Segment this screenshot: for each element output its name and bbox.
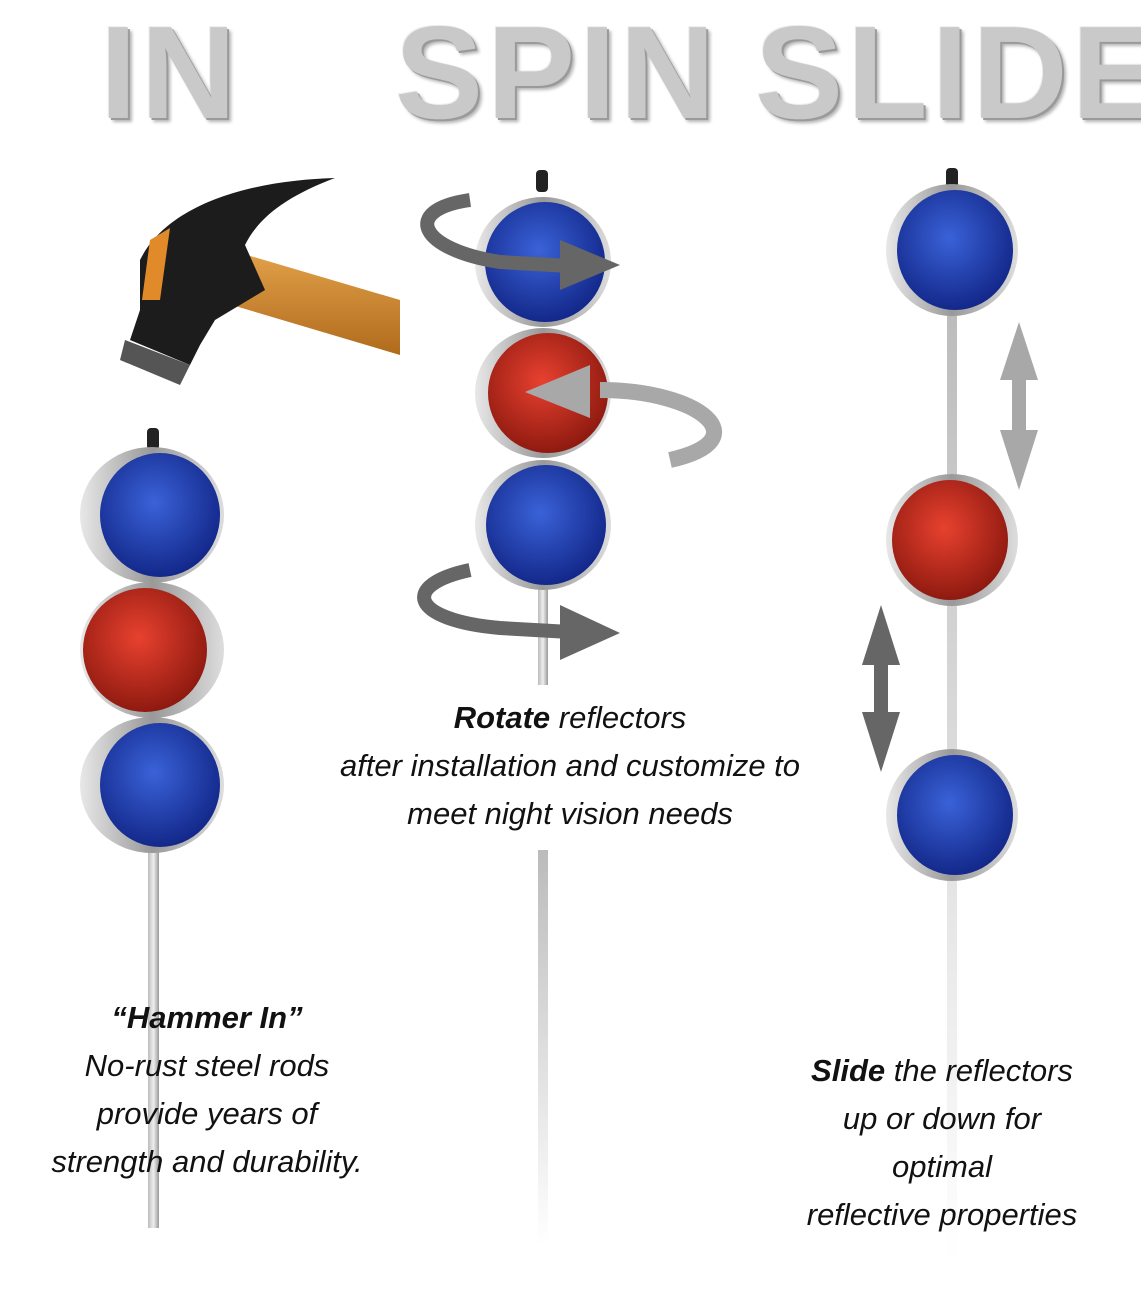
- left-pole: [80, 428, 224, 1228]
- rotate-arrow-icon: [417, 563, 620, 660]
- caption-line: meet night vision needs: [407, 796, 733, 831]
- caption-bold: Rotate: [453, 700, 551, 735]
- caption-text: reflectors: [550, 700, 687, 735]
- rotate-caption: Rotate reflectors after installation and…: [340, 694, 800, 838]
- right-pole: [886, 168, 1018, 1260]
- heading-spin: SPIN: [395, 0, 720, 146]
- up-down-arrow-icon: [862, 605, 900, 772]
- reflector-blue: [80, 717, 224, 853]
- caption-line: provide years of: [96, 1096, 318, 1131]
- caption-line: reflective properties: [806, 1197, 1078, 1232]
- caption-line: optimal: [892, 1149, 992, 1184]
- heading-slide: SLIDE: [755, 0, 1141, 146]
- heading-in: IN: [100, 0, 240, 146]
- reflector-blue: [80, 447, 224, 583]
- rod: [148, 840, 159, 1228]
- reflector-red: [80, 582, 224, 718]
- caption-line: strength and durability.: [51, 1144, 363, 1179]
- caption-line: after installation and customize to: [339, 748, 801, 783]
- rotate-arrow-icon: [525, 365, 722, 468]
- caption-line: up or down for: [842, 1101, 1042, 1136]
- reflector-red: [886, 474, 1018, 606]
- caption-text: the reflectors: [885, 1053, 1073, 1088]
- reflector-blue: [886, 184, 1018, 316]
- slide-caption: Slide the reflectors up or down for opti…: [807, 1047, 1078, 1239]
- hammer-icon: [120, 178, 400, 385]
- hammer-caption: “Hammer In” No-rust steel rods provide y…: [51, 994, 362, 1186]
- reflector-blue: [886, 749, 1018, 881]
- reflector-blue: [475, 460, 611, 590]
- caption-bold: “Hammer In”: [111, 1000, 303, 1035]
- rotate-arrow-icon: [420, 193, 620, 290]
- caption-line: No-rust steel rods: [84, 1048, 330, 1083]
- up-down-arrow-icon: [1000, 322, 1038, 490]
- cap: [147, 428, 159, 450]
- caption-bold: Slide: [811, 1053, 886, 1088]
